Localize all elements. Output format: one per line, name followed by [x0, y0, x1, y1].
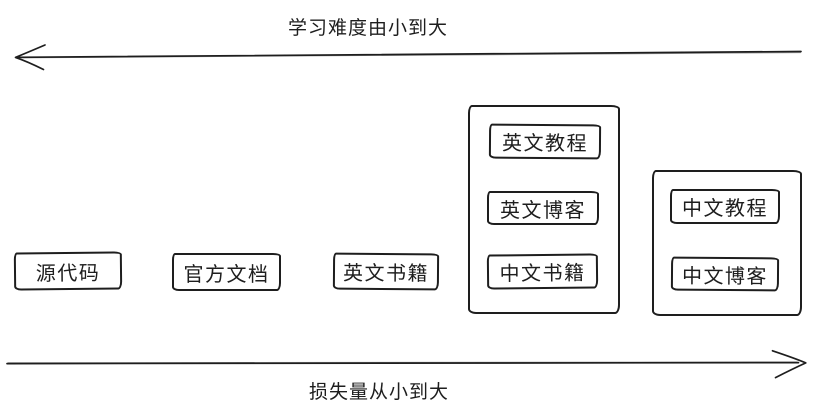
node-label: 中文教程 — [682, 198, 768, 220]
difficulty-axis-line-overdraw — [17, 52, 801, 59]
node-label: 源代码 — [35, 262, 101, 285]
node-label: 英文教程 — [501, 132, 589, 156]
loss-axis-arrowhead — [771, 349, 807, 379]
group-english-resources: 英文教程 英文博客 中文书籍 — [468, 105, 620, 314]
loss-axis-line — [6, 361, 800, 365]
node-english-tutorials: 英文教程 — [488, 123, 602, 160]
node-source-code: 源代码 — [13, 251, 123, 291]
node-chinese-blogs: 中文博客 — [670, 256, 780, 292]
difficulty-axis-label: 学习难度由小到大 — [287, 18, 449, 39]
difficulty-axis-arrowhead — [14, 44, 46, 71]
node-english-books: 英文书籍 — [332, 252, 440, 291]
node-label: 英文博客 — [500, 199, 586, 222]
node-label: 中文书籍 — [499, 262, 586, 286]
node-official-docs: 官方文档 — [172, 253, 281, 291]
node-label: 中文博客 — [681, 265, 769, 288]
loss-axis-label: 损失量从小到大 — [308, 382, 450, 403]
difficulty-axis-line — [16, 50, 802, 59]
loss-axis-line-overdraw — [7, 361, 798, 364]
node-chinese-books: 中文书籍 — [486, 253, 599, 290]
node-label: 英文书籍 — [342, 262, 430, 286]
node-label: 官方文档 — [183, 263, 270, 286]
node-chinese-tutorials: 中文教程 — [670, 189, 780, 224]
group-chinese-resources: 中文教程 中文博客 — [652, 170, 802, 316]
node-english-blogs: 英文博客 — [487, 191, 599, 225]
